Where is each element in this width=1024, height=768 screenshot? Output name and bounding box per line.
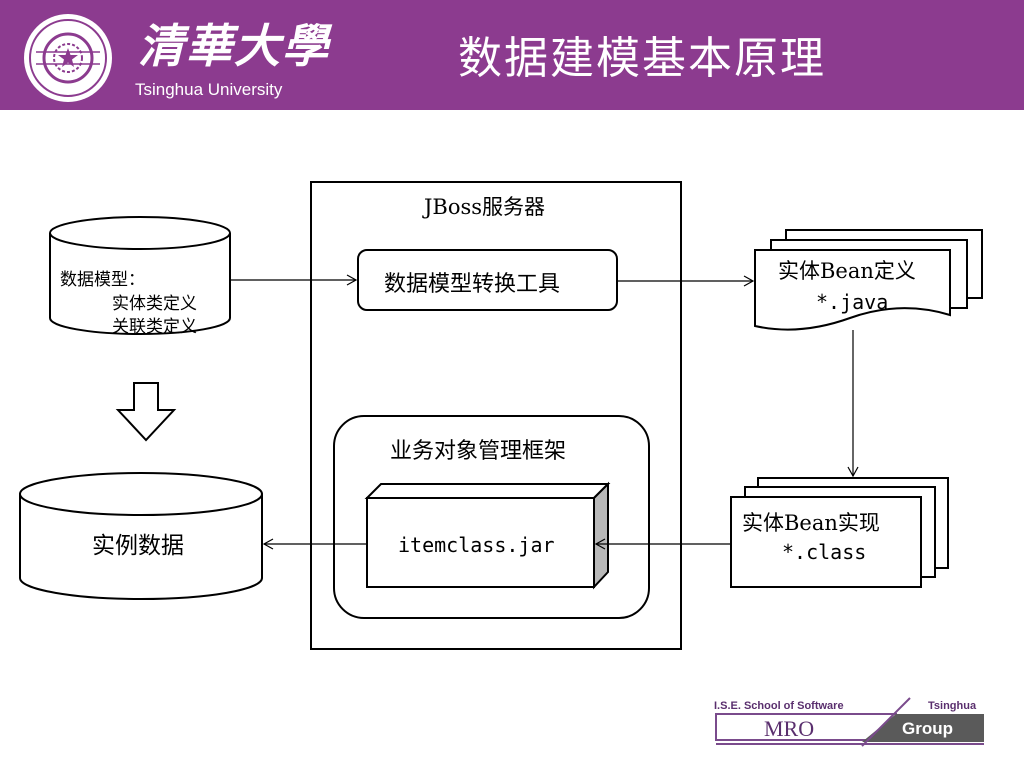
university-name-en: Tsinghua University	[135, 80, 283, 99]
page-title: 数据建模基本原理	[458, 33, 826, 84]
footer-group-text: Group	[902, 719, 953, 738]
instance-data-label: 实例数据	[92, 533, 184, 559]
jar-label: itemclass.jar	[398, 533, 555, 557]
bean-definition-documents	[754, 229, 983, 331]
jar-box	[364, 481, 611, 590]
header-bar: 清華大學 Tsinghua University 数据建模基本原理	[0, 0, 1024, 110]
university-name-cn: 清華大學	[138, 19, 330, 73]
footer-tsinghua-text: Tsinghua	[928, 700, 977, 712]
data-model-title: 数据模型：	[60, 270, 145, 290]
data-model-entity-class: 实体类定义	[112, 294, 197, 314]
jboss-server-label: JBoss服务器	[424, 195, 546, 219]
bean-definition-ext: *.java	[816, 290, 889, 314]
framework-label: 业务对象管理框架	[390, 439, 567, 464]
bean-implementation-ext: *.class	[782, 540, 867, 564]
tsinghua-seal-icon	[24, 14, 112, 102]
bean-definition-label: 实体Bean定义	[778, 259, 916, 283]
converter-box	[357, 249, 618, 311]
data-model-cylinder	[49, 216, 231, 335]
ise-mro-group-logo: I.S.E. School of Software Tsinghua MRO G…	[714, 697, 984, 747]
bean-implementation-documents	[730, 477, 949, 588]
instance-data-cylinder	[19, 472, 263, 600]
bean-implementation-label: 实体Bean实现	[742, 511, 880, 535]
data-model-relation-class: 关联类定义	[112, 317, 197, 337]
footer-school-text: I.S.E. School of Software	[714, 700, 844, 712]
converter-label: 数据模型转换工具	[384, 272, 561, 297]
footer-mro-text: MRO	[764, 716, 814, 741]
down-arrow-icon	[115, 382, 177, 442]
